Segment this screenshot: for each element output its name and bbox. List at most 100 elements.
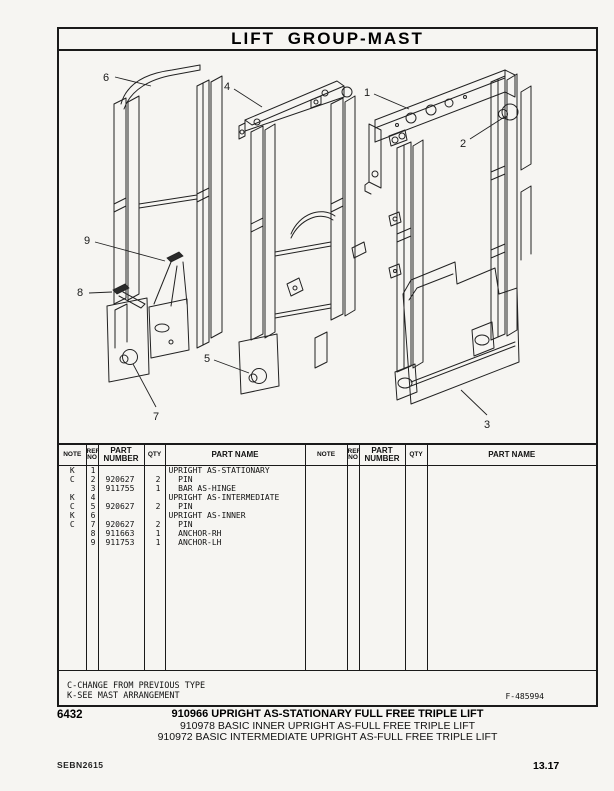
footnote-k: K-SEE MAST ARRANGEMENT <box>67 691 180 701</box>
empty-cell <box>346 475 359 484</box>
empty-cell <box>358 484 405 493</box>
stationary-upright-drawing <box>365 70 531 404</box>
table-row: 3 911755 1 BAR AS-HINGE <box>59 484 596 493</box>
empty-cell <box>404 511 427 520</box>
ref-cell: 2 <box>85 475 98 484</box>
empty-cell <box>346 484 359 493</box>
qty-cell <box>143 465 165 475</box>
empty-cell <box>304 538 347 547</box>
empty-cell <box>346 538 359 547</box>
empty-cell <box>358 520 405 529</box>
part-number-cell <box>97 465 144 475</box>
note-cell: C <box>69 520 75 529</box>
note-cell <box>59 529 86 538</box>
col-qty: QTY <box>143 444 165 466</box>
empty-cell <box>426 547 596 671</box>
qty-cell: 2 <box>143 520 165 529</box>
part-name-cell: ANCHOR-LH <box>164 538 305 547</box>
empty-cell <box>358 538 405 547</box>
empty-cell <box>358 547 405 671</box>
qty-cell <box>143 511 165 520</box>
note-cell <box>59 538 86 547</box>
empty-cell <box>164 547 305 671</box>
ref-cell: 8 <box>85 529 98 538</box>
ref-cell: 9 <box>85 538 98 547</box>
empty-cell <box>404 538 427 547</box>
empty-cell <box>404 475 427 484</box>
empty-cell <box>426 484 596 493</box>
empty-cell <box>346 520 359 529</box>
callout-3: 3 <box>484 419 490 431</box>
empty-cell <box>346 493 359 502</box>
empty-cell <box>426 475 596 484</box>
part-name-cell: UPRIGHT AS-STATIONARY <box>164 465 305 475</box>
caption-line-1: 910966 UPRIGHT AS-STATIONARY FULL FREE T… <box>171 708 484 720</box>
empty-cell <box>346 502 359 511</box>
col-part-number-2: PART NUMBER <box>358 444 405 466</box>
empty-cell <box>358 502 405 511</box>
callouts: 6 9 8 7 4 5 1 2 3 <box>77 72 506 431</box>
callout-9: 9 <box>84 235 90 247</box>
table-row: C 2 920627 2 PIN <box>59 475 596 484</box>
empty-cell <box>346 511 359 520</box>
part-number-cell: 911663 <box>97 529 144 538</box>
empty-cell <box>346 465 359 475</box>
empty-cell <box>404 484 427 493</box>
note-cell: C <box>69 475 75 484</box>
empty-cell <box>304 475 347 484</box>
part-number-cell <box>97 493 144 502</box>
empty-cell <box>358 493 405 502</box>
callout-6: 6 <box>103 72 109 84</box>
ref-cell: 4 <box>85 493 98 502</box>
col-ref-no-2: REF NO <box>346 444 359 466</box>
part-number-cell: 920627 <box>97 502 144 511</box>
empty-cell <box>304 520 347 529</box>
table-row: K 6 UPRIGHT AS-INNER <box>59 511 596 520</box>
part-name-cell: ANCHOR-RH <box>164 529 305 538</box>
col-note: NOTE <box>59 444 86 466</box>
callout-7: 7 <box>153 411 159 423</box>
footnote-c: C-CHANGE FROM PREVIOUS TYPE <box>67 681 206 691</box>
empty-cell <box>426 502 596 511</box>
part-name-cell: PIN <box>164 520 305 529</box>
form-number: F-485994 <box>505 692 544 701</box>
table-header-row: NOTE REF NO PART NUMBER QTY PART NAME NO… <box>59 444 596 466</box>
empty-cell <box>346 547 359 671</box>
empty-cell <box>304 484 347 493</box>
col-part-name: PART NAME <box>164 444 305 466</box>
empty-cell <box>358 465 405 475</box>
inner-upright-drawing <box>107 65 222 382</box>
empty-cell <box>426 465 596 475</box>
part-number-cell: 911755 <box>97 484 144 493</box>
empty-cell <box>304 547 347 671</box>
ref-cell: 7 <box>85 520 98 529</box>
empty-cell <box>304 465 347 475</box>
empty-cell <box>404 502 427 511</box>
qty-cell: 1 <box>143 538 165 547</box>
part-number-cell: 920627 <box>97 475 144 484</box>
table-row: 9 911753 1 ANCHOR-LH <box>59 538 596 547</box>
callout-5: 5 <box>204 353 210 365</box>
empty-cell <box>304 502 347 511</box>
part-name-cell: PIN <box>164 502 305 511</box>
empty-cell <box>426 538 596 547</box>
ref-cell: 5 <box>85 502 98 511</box>
part-number-cell <box>97 511 144 520</box>
part-name-cell: UPRIGHT AS-INNER <box>164 511 305 520</box>
col-part-name-2: PART NAME <box>426 444 596 466</box>
empty-cell <box>358 475 405 484</box>
figure-number: 6432 <box>57 709 83 721</box>
qty-cell <box>143 493 165 502</box>
col-qty-2: QTY <box>404 444 427 466</box>
footnotes: C-CHANGE FROM PREVIOUS TYPE K-SEE MAST A… <box>67 681 205 701</box>
caption-line-2: 910978 BASIC INNER UPRIGHT AS-FULL FREE … <box>179 719 476 732</box>
note-cell: K <box>69 466 75 475</box>
empty-cell <box>404 465 427 475</box>
empty-cell <box>59 547 86 671</box>
col-ref-no: REF NO <box>85 444 98 466</box>
part-number-cell: 911753 <box>97 538 144 547</box>
note-cell: K <box>69 493 75 502</box>
table-filler-row <box>59 547 596 671</box>
table-row: K 1 UPRIGHT AS-STATIONARY <box>59 465 596 475</box>
parts-table: NOTE REF NO PART NUMBER QTY PART NAME NO… <box>59 443 596 671</box>
